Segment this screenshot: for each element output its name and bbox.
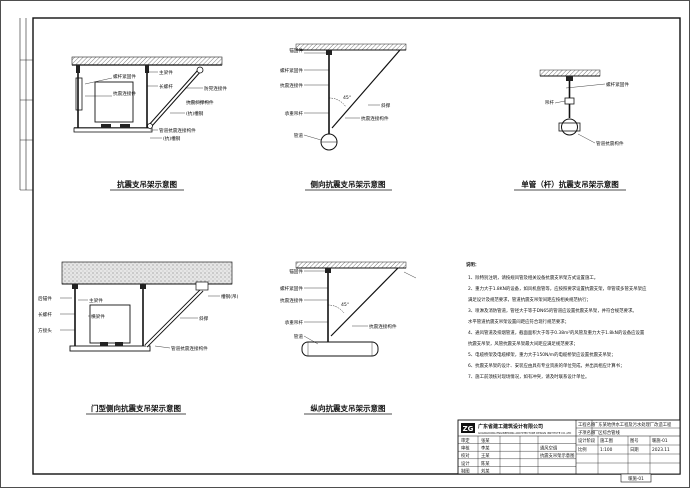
note-line-5: 水平管道抗震支吊架设置间距应符合现行规范要求； xyxy=(468,318,569,325)
sheet-tab: 暖施-01 xyxy=(628,475,644,482)
label-long-rod: 长螺杆 xyxy=(159,83,173,90)
label-pipe-seismic: 管道抗震构件 xyxy=(596,140,624,147)
label-pipe-5: 管道 xyxy=(294,333,304,340)
label-diagonal-brace: 抗震斜撑构件 xyxy=(186,99,214,106)
role-4: 设计 xyxy=(461,460,470,467)
diagram-lateral-support: 45° 锚固件 螺杆紧固件 抗震连接件 承重吊杆 管道 斜撑 抗震连接构件 侧向… xyxy=(280,43,407,191)
label-seismic-connector-5: 抗震连接件 xyxy=(280,297,303,304)
note-line-9: 6、抗震支吊架的设计、安装应由具有专业资质的单位完成，并出具相应计算书； xyxy=(468,362,624,369)
note-line-4: 3、喷淋及消防管道，管径大于等于DN65的管道应设置抗震支吊架，并符合规范要求。 xyxy=(468,307,637,314)
label-rod: 吊杆 xyxy=(545,99,555,106)
scale-label: 比例 xyxy=(578,446,587,453)
label-hanger-rod: 承重吊杆 xyxy=(285,110,304,117)
label-channel-hanger: 槽钢(吊) xyxy=(221,293,239,300)
drawing-no-value: 暖施-01 xyxy=(652,437,668,444)
date-value: 2023.11 xyxy=(652,447,670,453)
label-cross-beam: 横梁件 xyxy=(91,313,105,320)
company-logo xyxy=(461,423,475,433)
label-long-rod-4: 长螺杆 xyxy=(38,311,52,318)
logo-text: ZG xyxy=(463,425,474,433)
note-line-8: 5、电缆桥架及电缆梯架，重力大于150N/m的电缆桥架应设置抗震支吊架； xyxy=(468,351,616,358)
label-connector-member: 抗震连接构件 xyxy=(361,115,389,122)
role-name-3: 王某 xyxy=(481,453,490,459)
note-line-10: 7、施工前须核对现场情况，如有冲突，请及时联系设计单位。 xyxy=(468,373,589,380)
stage-label: 设计阶段 xyxy=(578,437,596,444)
role-1: 审定 xyxy=(461,437,470,444)
stage-value: 施工图 xyxy=(600,437,613,444)
caption-4: 门型侧向抗震支吊架示意图 xyxy=(91,403,181,413)
label-seismic-connector: 抗震连接件 xyxy=(113,90,136,97)
note-line-2: 2、重力大于1.8KN的设备，如风机盘管等，应按照要求设置抗震支架，单管或多管支… xyxy=(468,285,647,292)
label-hanger-rod-5: 承重吊杆 xyxy=(285,319,304,326)
angle-45-top: 45° xyxy=(343,95,351,101)
label-pipe-connector: 管道抗震连接构件 xyxy=(159,127,196,134)
role-3: 校对 xyxy=(461,452,470,459)
caption-1: 抗震支吊架示意图 xyxy=(117,179,177,189)
role-2: 审核 xyxy=(461,445,470,452)
role-name-1: 张某 xyxy=(481,437,490,444)
label-channel-1: (抗)槽钢 xyxy=(186,110,204,117)
project-name: 广东某地供水工程及污水处理厂改造工程 xyxy=(594,421,672,428)
company-name-en: GUANGDONG ENGINEERING ARCHITECTURE DESIG… xyxy=(478,431,571,435)
diagram-portal-support: 后锚件 长螺杆 主梁件 横梁件 方接头 槽钢(吊) 斜撑 管道抗震连接构件 门型… xyxy=(38,261,239,415)
diagram-longitudinal-support: 45° 锚固件 螺杆紧固件 抗震连接件 承重吊杆 管道 抗震连接构件 纵向抗震支… xyxy=(280,261,417,415)
label-pipe-connector-4: 管道抗震连接构件 xyxy=(171,345,208,352)
label-main-beam-4: 主梁件 xyxy=(89,297,103,304)
diagram-seismic-support: 螺杆紧固件 抗震连接件 主梁件 长螺杆 防晃连接件 抗震斜撑构件 (抗)槽钢 管… xyxy=(71,56,227,191)
subitem-label: 子项名称 xyxy=(578,429,596,436)
drawing-title-line-2: 抗震支吊架示意图 xyxy=(540,452,574,459)
scale-value: 1:100 xyxy=(600,447,613,453)
binding-strip xyxy=(19,18,33,191)
inner-border xyxy=(32,17,681,475)
label-anti-sway: 防晃连接件 xyxy=(204,85,227,92)
role-name-5: 刘某 xyxy=(481,467,490,474)
label-connector-member-5: 抗震连接构件 xyxy=(369,323,397,330)
note-line-1: 1、除特别注明，请按规风管及相关设备抗震支吊架方式设置施工。 xyxy=(468,274,598,281)
drawing-title-line-1: 通风空调 xyxy=(540,445,557,452)
label-rod-fastener: 螺杆紧固件 xyxy=(113,73,136,80)
role-name-2: 李某 xyxy=(481,445,490,452)
label-rod-fastener-3: 螺杆紧固件 xyxy=(606,81,629,88)
label-rod-fastener-2: 螺杆紧固件 xyxy=(280,67,303,74)
diagram-single-pipe-support: 螺杆紧固件 吊杆 管道抗震构件 单管（杆）抗震支吊架示意图 xyxy=(514,69,629,191)
drawing-no-label: 图号 xyxy=(630,438,639,444)
role-name-4: 陈某 xyxy=(481,460,490,467)
angle-45-bottom: 45° xyxy=(341,302,349,308)
notes-title: 说明： xyxy=(466,261,479,268)
caption-2: 侧向抗震支吊架示意图 xyxy=(311,179,386,189)
caption-3: 单管（杆）抗震支吊架示意图 xyxy=(521,179,619,189)
label-seismic-connector-2: 抗震连接件 xyxy=(280,82,303,89)
subitem-name: 厂区综合管线 xyxy=(594,429,620,436)
label-square-joint: 方接头 xyxy=(38,327,52,334)
notes-block: 说明： 1、除特别注明，请按规风管及相关设备抗震支吊架方式设置施工。 2、重力大… xyxy=(466,261,647,380)
note-line-3: 满足设计及规范要求，管道抗震支吊架间距应按相关规范执行； xyxy=(468,296,591,303)
label-pipe: 管道 xyxy=(294,132,304,139)
label-rod-fastener-5: 螺杆紧固件 xyxy=(280,285,303,292)
company-name: 广东省建工建筑设计有限公司 xyxy=(478,423,543,430)
label-anchor-5: 锚固件 xyxy=(289,268,303,275)
label-anchor: 锚固件 xyxy=(289,47,303,54)
label-main-beam: 主梁件 xyxy=(159,69,173,76)
note-line-6: 4、通风管道及排烟管道，截面面积大于等于0.38m²的风管及重力大于1.8kN的… xyxy=(468,329,645,336)
caption-5: 纵向抗震支吊架示意图 xyxy=(311,403,386,413)
project-label: 工程名称 xyxy=(578,421,596,428)
label-rear-anchor: 后锚件 xyxy=(38,295,52,302)
role-5: 制图 xyxy=(461,467,470,474)
note-line-7: 抗震支吊架，风管抗震支吊架最大间距应满足规范要求； xyxy=(468,340,578,347)
date-label: 日期 xyxy=(630,447,639,453)
label-channel-2: (抗)槽钢 xyxy=(163,135,181,142)
label-brace: 斜撑 xyxy=(381,102,391,109)
label-brace-4: 斜撑 xyxy=(199,315,209,322)
title-block: ZG 广东省建工建筑设计有限公司 GUANGDONG ENGINEERING A… xyxy=(457,419,681,483)
